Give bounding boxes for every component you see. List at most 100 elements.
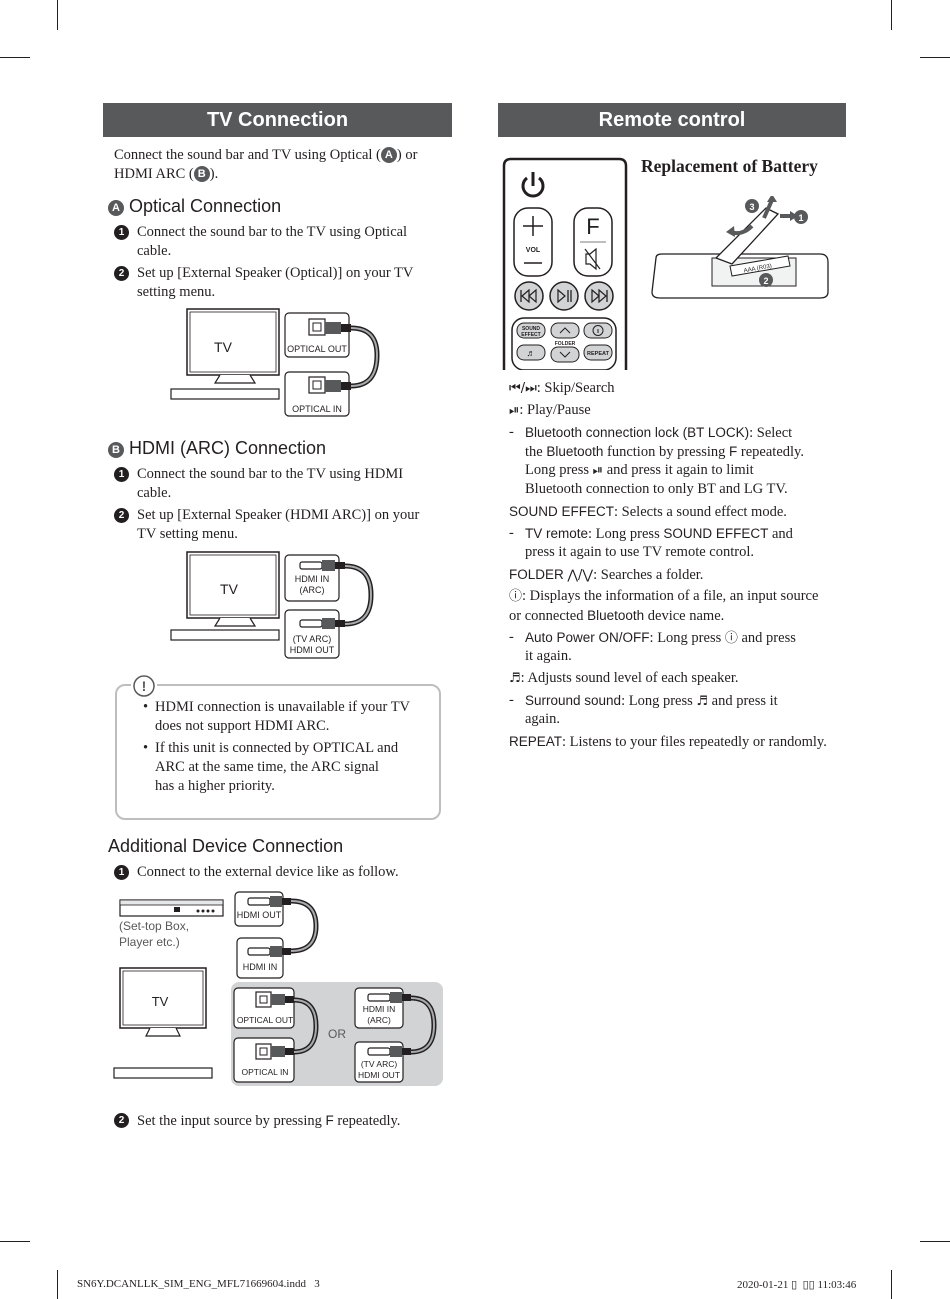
info-item: ⓘ: Displays the information of a file, a… xyxy=(509,587,844,626)
info-icon: ⓘ xyxy=(724,631,738,646)
additional-step-2: 2 Set the input source by pressing F rep… xyxy=(114,1111,444,1130)
hdmi-step-1: 1 Connect the sound bar to the TV using … xyxy=(114,465,444,501)
hdmi-out-label: HDMI OUT xyxy=(290,645,335,655)
badge-a: A xyxy=(108,200,124,216)
tv-remote-text: and xyxy=(768,526,793,542)
battery-step-1: 1 xyxy=(798,213,803,223)
hdmi-title: HDMI (ARC) Connection xyxy=(129,438,327,458)
badge-a: A xyxy=(380,147,397,163)
intro-part: HDMI ARC ( xyxy=(114,166,194,182)
auto-power-text: it again. xyxy=(525,648,572,664)
sound-effect-label: SOUND xyxy=(522,326,540,332)
bt-lock-text: : Select xyxy=(749,425,793,441)
step-number: 1 xyxy=(114,865,129,880)
vol-label: VOL xyxy=(526,247,541,254)
auto-power-text: : Long press xyxy=(649,630,725,646)
info-icon: ⓘ xyxy=(509,589,523,604)
info-text: : Displays the information of a file, an… xyxy=(522,588,819,604)
remote-control-illustration: VOL F SOUND EFFECT FOLDER ♬ REPEAT xyxy=(502,157,628,370)
skip-icon: ⏮/⏭ xyxy=(509,381,537,396)
optical-title: Optical Connection xyxy=(129,196,282,216)
crop-mark xyxy=(891,0,892,30)
skip-search-line: ⏮/⏭: Skip/Search xyxy=(509,379,615,398)
optical-in-label: OPTICAL IN xyxy=(292,404,342,414)
hdmi-heading: B HDMI (ARC) Connection xyxy=(108,438,326,459)
play-text: : Play/Pause xyxy=(519,402,591,418)
crop-mark xyxy=(0,1241,30,1242)
additional-device-diagram: (Set-top Box, Player etc.) HDMI OUT HDMI… xyxy=(113,891,443,1086)
sound-effect-term: SOUND EFFECT xyxy=(509,504,615,519)
note-text: If this unit is connected by OPTICAL and xyxy=(155,740,399,756)
bt-lock-text: the xyxy=(525,444,547,460)
crop-mark xyxy=(891,1270,892,1299)
hdmi-out-label: HDMI OUT xyxy=(358,1070,400,1080)
bt-lock-text: function by pressing xyxy=(603,444,730,460)
play-pause-icon xyxy=(557,288,572,304)
arc-label: (ARC) xyxy=(367,1015,391,1025)
additional-device-heading: Additional Device Connection xyxy=(108,836,344,856)
play-pause-line: ⏯: Play/Pause xyxy=(509,401,591,420)
footer-filename: SN6Y.DCANLLK_SIM_ENG_MFL71669604.indd 3 xyxy=(77,1278,320,1290)
battery-step-3: 3 xyxy=(749,202,754,212)
or-label: OR xyxy=(328,1027,346,1041)
note-text: has a higher priority. xyxy=(155,778,275,794)
optical-step-1: 1 Connect the sound bar to the TV using … xyxy=(114,223,444,259)
repeat-line: REPEAT: Listens to your files repeatedly… xyxy=(509,732,827,752)
step-number: 1 xyxy=(114,225,129,240)
note-text: ARC at the same time, the ARC signal xyxy=(155,759,379,775)
tv-remote-text: : Long press xyxy=(588,526,664,542)
note-icon-glyph: ! xyxy=(142,678,147,694)
sound-effect-text: : Selects a sound effect mode. xyxy=(614,504,787,520)
note-text: does not support HDMI ARC. xyxy=(155,718,330,734)
tv-label: TV xyxy=(152,994,169,1009)
remote-control-banner: Remote control xyxy=(498,103,846,137)
settop-label: (Set-top Box, xyxy=(119,919,189,933)
bt-lock-text: Long press xyxy=(525,462,593,478)
level-icon: ♬ xyxy=(509,671,521,686)
badge-b: B xyxy=(108,442,124,458)
note-box xyxy=(115,684,441,820)
bt-lock-text: and press it again to limit xyxy=(603,462,754,478)
bluetooth-term: Bluetooth xyxy=(587,608,645,623)
play-pause-icon: ⏯ xyxy=(592,463,604,478)
info-icon xyxy=(592,325,604,336)
additional-step-1: 1 Connect to the external device like as… xyxy=(114,863,444,882)
level-icon: ♬ xyxy=(527,348,536,358)
footer-date: 2020-01-21 ▯ ▯▯ 11:03:46 xyxy=(737,1279,857,1291)
step-text-part: repeatedly. xyxy=(333,1113,401,1129)
repeat-label: REPEAT xyxy=(587,351,610,357)
settop-label: Player etc.) xyxy=(119,935,180,949)
sound-effect-label: EFFECT xyxy=(521,332,540,338)
battery-step-2: 2 xyxy=(763,276,768,286)
folder-text: : Searches a folder. xyxy=(593,567,704,583)
folder-up-icon xyxy=(559,327,571,334)
tv-arc-label: (TV ARC) xyxy=(361,1059,398,1069)
step-text: Set up [External Speaker (HDMI ARC)] on … xyxy=(137,507,420,523)
intro-part: ). xyxy=(209,166,219,182)
folder-label: FOLDER xyxy=(555,341,576,347)
warning-icon: ! xyxy=(131,675,157,697)
folder-down-icon xyxy=(559,351,571,358)
dash: - xyxy=(509,629,514,645)
optical-in-label: OPTICAL IN xyxy=(242,1067,289,1077)
surround-text: and press it xyxy=(708,693,778,709)
level-text: : Adjusts sound level of each speaker. xyxy=(520,670,739,686)
hdmi-in-label: HDMI IN xyxy=(243,962,278,972)
step-number: 2 xyxy=(114,1113,129,1128)
folder-line: FOLDER ⋀/⋁: Searches a folder. xyxy=(509,565,703,585)
hdmi-connection-diagram: TV HDMI IN (ARC) (TV ARC) HDMI OUT xyxy=(170,551,374,659)
info-text: device name. xyxy=(644,608,725,624)
surround-text: again. xyxy=(525,711,561,727)
mute-icon xyxy=(584,247,601,271)
step-number: 1 xyxy=(114,467,129,482)
f-key: F xyxy=(729,444,738,459)
hdmi-in-label: HDMI IN xyxy=(295,574,330,584)
crop-mark xyxy=(0,57,30,58)
step-text: Connect to the external device like as f… xyxy=(137,864,399,880)
auto-power-text: and press xyxy=(737,630,796,646)
note-text: HDMI connection is unavailable if your T… xyxy=(155,699,411,715)
level-line: ♬: Adjusts sound level of each speaker. xyxy=(509,669,739,688)
f-button-label: F xyxy=(586,214,599,239)
repeat-text: : Listens to your files repeatedly or ra… xyxy=(562,734,827,750)
hdmi-step-2: 2 Set up [External Speaker (HDMI ARC)] o… xyxy=(114,506,444,542)
